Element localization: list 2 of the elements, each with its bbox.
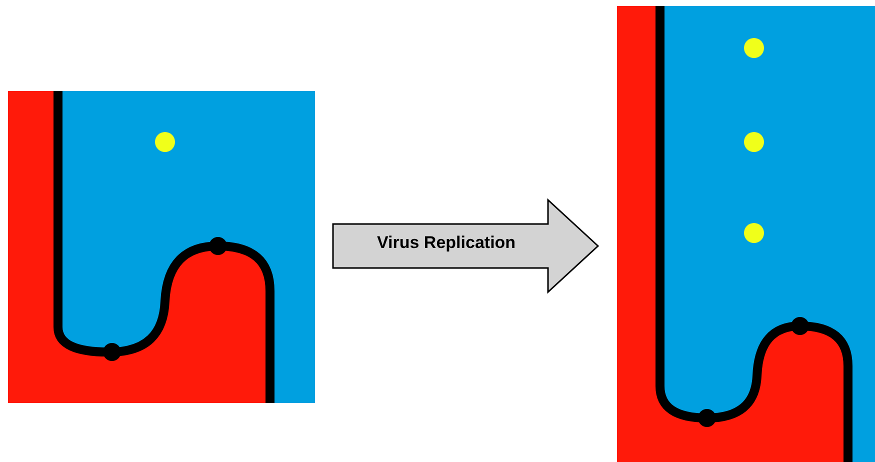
arrow: [332, 198, 600, 294]
edge-label: Virus Replication: [377, 233, 516, 253]
